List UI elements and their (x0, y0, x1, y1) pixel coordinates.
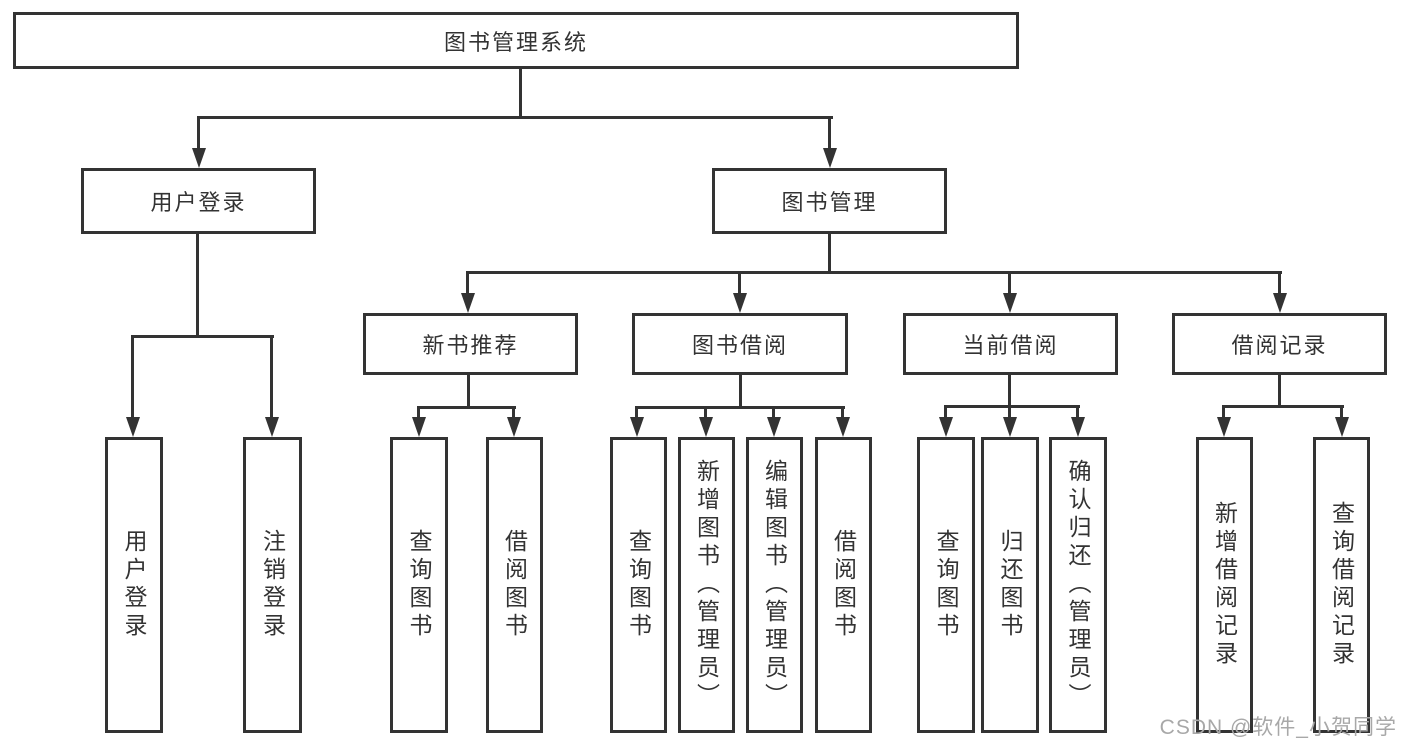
node-book-management: 图书管理 (712, 168, 947, 234)
node-logout: 注销登录 (243, 437, 302, 733)
connector-line-to-bb-add (704, 407, 707, 419)
arrowhead-bb-borrow (836, 417, 850, 437)
node-label: 查询图书 (933, 529, 959, 641)
connector-line-to-logout (270, 336, 273, 418)
arrowhead-bb-query (630, 417, 644, 437)
node-label: 用户登录 (121, 529, 147, 641)
node-root-system: 图书管理系统 (13, 12, 1019, 69)
node-borrow-borrow-books: 借阅图书 (815, 437, 872, 733)
connector-current-borrow-rail (944, 405, 1080, 408)
node-records-query-borrow-record: 查询借阅记录 (1313, 437, 1370, 733)
connector-line-to-cb-confirm (1076, 406, 1079, 419)
connector-line-to-bb-query (635, 407, 638, 419)
arrowhead-br-query (1335, 417, 1349, 437)
arrowhead-login (126, 417, 140, 437)
node-borrow-add-books-admin: 新增图书（管理员） (678, 437, 735, 733)
node-label: 查询图书 (406, 529, 432, 641)
node-borrow-records: 借阅记录 (1172, 313, 1387, 375)
node-borrow-query-books: 查询图书 (610, 437, 667, 733)
connector-line-to-current-borrow (1008, 272, 1011, 294)
connector-user-login-rail (131, 335, 274, 338)
connector-line-to-new-book-recommend (466, 272, 469, 294)
connector-line-to-login (131, 336, 134, 418)
arrowhead-cb-query (939, 417, 953, 437)
connector-book-management-drop (828, 234, 831, 274)
arrowhead-book-borrow (733, 293, 747, 313)
arrowhead-recommend-query (412, 417, 426, 437)
node-label: 用户登录 (150, 190, 247, 215)
connector-book-borrow-drop (739, 375, 742, 409)
arrowhead-book-management (823, 148, 837, 168)
arrowhead-new-book-recommend (461, 293, 475, 313)
connector-line-to-recommend-borrow (512, 407, 515, 419)
arrowhead-br-add (1217, 417, 1231, 437)
node-label: 借阅图书 (501, 529, 528, 641)
arrowhead-cb-confirm (1071, 417, 1085, 437)
node-label: 查询借阅记录 (1328, 501, 1355, 669)
connector-line-to-book-borrow (738, 272, 741, 294)
node-label: 借阅图书 (830, 529, 857, 641)
node-current-query-books: 查询图书 (917, 437, 975, 733)
arrowhead-recommend-borrow (507, 417, 521, 437)
connector-level1-rail (197, 116, 833, 119)
node-label: 图书借阅 (691, 333, 788, 358)
connector-current-borrow-drop (1008, 375, 1011, 408)
node-records-add-borrow-record: 新增借阅记录 (1196, 437, 1253, 733)
node-label: 图书管理 (781, 190, 878, 215)
connector-line-to-br-query (1340, 406, 1343, 419)
connector-line-to-borrow-records (1278, 272, 1281, 294)
connector-line-to-br-add (1222, 406, 1225, 419)
connector-line-to-user-login (197, 117, 200, 151)
csdn-watermark: CSDN @软件_小贺同学 (1159, 716, 1397, 739)
node-new-book-recommend: 新书推荐 (363, 313, 578, 375)
node-label: 查询图书 (625, 529, 652, 641)
node-borrow-edit-books-admin: 编辑图书（管理员） (746, 437, 803, 733)
node-label: 当前借阅 (962, 333, 1059, 358)
arrowhead-current-borrow (1003, 293, 1017, 313)
node-label: 新增图书（管理员） (693, 459, 720, 711)
arrowhead-user-login (192, 148, 206, 168)
node-current-confirm-return-admin: 确认归还（管理员） (1049, 437, 1107, 733)
node-label: 新书推荐 (422, 333, 519, 358)
node-label: 图书管理系统 (443, 29, 588, 55)
connector-user-login-drop (196, 234, 199, 338)
connector-line-to-cb-return (1008, 406, 1011, 419)
node-recommend-query-books: 查询图书 (390, 437, 448, 733)
connector-root-drop (519, 69, 522, 117)
connector-line-to-bb-borrow (841, 407, 844, 419)
connector-line-to-book-management (828, 117, 831, 151)
connector-level2-rail (466, 271, 1282, 274)
node-login: 用户登录 (105, 437, 163, 733)
node-book-borrow: 图书借阅 (632, 313, 848, 375)
node-label: 新增借阅记录 (1211, 501, 1238, 669)
connector-line-to-bb-edit (772, 407, 775, 419)
node-current-borrow: 当前借阅 (903, 313, 1118, 375)
arrowhead-borrow-records (1273, 293, 1287, 313)
connector-book-borrow-rail (635, 406, 845, 409)
node-label: 编辑图书（管理员） (761, 459, 788, 711)
arrowhead-cb-return (1003, 417, 1017, 437)
connector-borrow-records-drop (1278, 375, 1281, 408)
node-user-login: 用户登录 (81, 168, 316, 234)
connector-recommend-drop (467, 375, 470, 409)
node-label: 借阅记录 (1231, 333, 1328, 358)
node-current-return-books: 归还图书 (981, 437, 1039, 733)
connector-line-to-recommend-query (417, 407, 420, 419)
arrowhead-bb-add (699, 417, 713, 437)
node-label: 注销登录 (259, 529, 286, 641)
arrowhead-logout (265, 417, 279, 437)
node-recommend-borrow-books: 借阅图书 (486, 437, 543, 733)
arrowhead-bb-edit (767, 417, 781, 437)
node-label: 确认归还（管理员） (1065, 459, 1091, 711)
node-label: 归还图书 (997, 529, 1023, 641)
connector-recommend-rail (417, 406, 516, 409)
connector-borrow-records-rail (1222, 405, 1344, 408)
connector-line-to-cb-query (944, 406, 947, 419)
